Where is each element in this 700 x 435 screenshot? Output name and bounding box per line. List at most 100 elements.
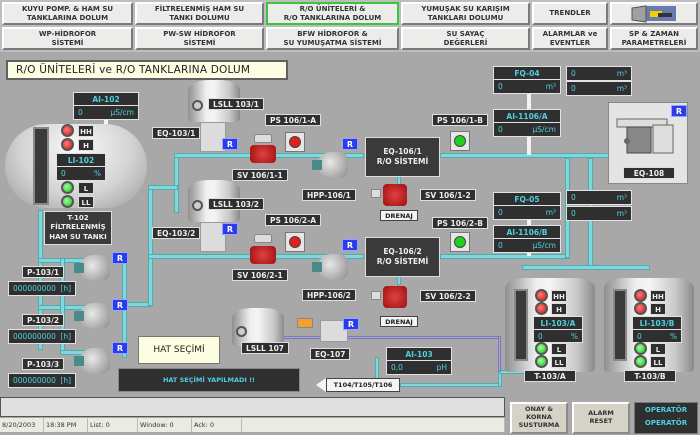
li-102-unit: %	[93, 169, 101, 178]
pump-p103-2[interactable]	[74, 303, 110, 329]
drain-label-2: DRENAJ	[380, 316, 418, 327]
eq-103-1-label: EQ-103/1	[152, 127, 201, 139]
line-selection-button[interactable]: HAT SEÇİMİ	[138, 336, 220, 364]
nav-trendler[interactable]: TRENDLER	[532, 2, 608, 25]
remote-button-eq-107[interactable]: R	[343, 318, 359, 330]
pump-p103-3[interactable]	[74, 348, 110, 374]
li-103-a-tag: LI-103/A	[534, 317, 582, 330]
pipe	[174, 153, 179, 213]
ps-106-1-b-label: PS 106/1-B	[432, 114, 488, 126]
pressure-switch-ps-106-1-b	[450, 131, 470, 151]
pump-p103-1[interactable]	[74, 255, 110, 281]
pressure-switch-ps-106-1-a	[285, 132, 305, 152]
pump-hours-p103-1: 000000000[h]	[8, 281, 76, 296]
remote-button-p103-3[interactable]: R	[112, 342, 128, 354]
remote-button-hpp-106-1[interactable]: R	[342, 138, 358, 150]
tank-t103-a-label: T-103/A	[524, 370, 576, 382]
user-role: OPERATÖR	[644, 406, 688, 414]
valve-actuator	[371, 189, 381, 198]
nav-ro-uniteleri[interactable]: R/O ÜNİTELERİ & R/O TANKLARINA DOLUM	[266, 2, 399, 25]
alarm-tag-ll: LL	[78, 196, 94, 208]
destination-arrow: T104/T105/T106	[316, 378, 400, 392]
remote-button-eq-108[interactable]: R	[671, 105, 687, 117]
exit-door-icon	[631, 4, 676, 23]
alarm-tag-l: L	[551, 343, 567, 355]
nav-kuyu-pomp[interactable]: KUYU POMP. & HAM SU TANKLARINA DOLUM	[2, 2, 133, 25]
nav-pw-sw-hidrofor[interactable]: PW-SW HİDROFOR SİSTEMİ	[135, 27, 264, 50]
li-102-value: 0	[61, 169, 66, 178]
remote-button-p103-2[interactable]: R	[112, 299, 128, 311]
li-102-display: LI-102 0%	[56, 153, 106, 181]
alarm-tag-h: H	[650, 303, 666, 315]
sv-106-1-2-label: SV 106/1-2	[420, 189, 476, 201]
remote-button-eq-103-1[interactable]: R	[222, 138, 238, 150]
ro-system-eq-106-1[interactable]: EQ-106/1 R/O SİSTEMİ	[365, 137, 440, 177]
ro-system-eq-106-2[interactable]: EQ-106/2 R/O SİSTEMİ	[365, 237, 440, 277]
alarm-led-l	[634, 342, 647, 355]
alarm-led-ll	[535, 355, 548, 368]
eq-103-2-filter	[200, 222, 226, 252]
nav-su-sayac[interactable]: SU SAYAÇ DEĞERLERİ	[401, 27, 530, 50]
navigation-bar: KUYU POMP. & HAM SU TANKLARINA DOLUM FİL…	[0, 0, 700, 52]
user-login-button[interactable]: OPERATÖR OPERATÖR	[634, 402, 698, 434]
ai-103-tag: AI-103	[387, 348, 451, 361]
line-selection-message: HAT SEÇİMİ YAPILMADI !!	[118, 368, 300, 392]
alarm-tag-hh: HH	[551, 290, 567, 302]
ack-horn-silence-button[interactable]: ONAY & KORNA SUSTURMA	[510, 402, 568, 434]
nav-alarmlar[interactable]: ALARMLAR ve EVENTLER	[532, 27, 608, 50]
eq-107-unit	[320, 320, 348, 342]
nav-filtrelenmis[interactable]: FİLTRELENMİŞ HAM SU TANKI DOLUMU	[135, 2, 264, 25]
destination-label: T104/T105/T106	[326, 378, 400, 392]
nav-wp-hidrofor[interactable]: WP-HİDROFOR SİSTEMİ	[2, 27, 133, 50]
pump-hpp-106-2[interactable]	[312, 254, 348, 280]
status-time: 18:38 PM	[44, 418, 88, 432]
valve-sv-106-2-1[interactable]	[250, 246, 276, 264]
li-103-b-tag: LI-103/B	[633, 317, 681, 330]
equipment-eq-108[interactable]: R EQ-108	[608, 102, 688, 184]
dosing-tank-icon	[297, 318, 313, 328]
pipe	[440, 254, 570, 259]
user-name: OPERATÖR	[644, 419, 688, 427]
pipe	[400, 383, 500, 387]
ps-106-2-a-label: PS 106/2-A	[265, 214, 322, 226]
remote-button-p103-1[interactable]: R	[112, 252, 128, 264]
valve-actuator	[254, 234, 272, 243]
remote-button-eq-103-2[interactable]: R	[222, 223, 238, 235]
alarm-led-hh	[61, 124, 74, 137]
valve-sv-106-2-2[interactable]	[383, 286, 407, 308]
pump-hpp-106-1[interactable]	[312, 152, 348, 178]
valve-sv-106-1-2[interactable]	[383, 184, 407, 206]
eq-108-label: EQ-108	[623, 167, 675, 179]
valve-sv-106-1-1[interactable]	[250, 145, 276, 163]
alarm-list-area[interactable]	[0, 397, 505, 417]
level-switch-icon	[192, 100, 203, 111]
ai-1106-a-tag: AI-1106/A	[494, 110, 560, 123]
exit-button[interactable]	[610, 2, 698, 25]
alarm-led-h	[634, 302, 647, 315]
pressure-switch-ps-106-2-b	[450, 232, 470, 252]
alarm-led-hh	[634, 289, 647, 302]
pump-hours-p103-3: 000000000[h]	[8, 373, 76, 388]
nav-sp-zaman[interactable]: SP & ZAMAN PARAMETRELERİ	[610, 27, 698, 50]
status-date: 8/20/2003	[0, 418, 44, 432]
tank-t103-b-label: T-103/B	[624, 370, 676, 382]
alarm-tag-h: H	[78, 139, 94, 151]
alarm-led-ll	[61, 195, 74, 208]
alarm-tag-l: L	[650, 343, 666, 355]
nav-bfw-hidrofor[interactable]: BFW HİDROFOR & SU YUMUŞATMA SİSTEMİ	[266, 27, 399, 50]
level-switch-icon	[192, 200, 203, 211]
alarm-reset-button[interactable]: ALARM RESET	[572, 402, 630, 434]
drain-label-1: DRENAJ	[380, 210, 418, 221]
eq-107-label: EQ-107	[310, 348, 351, 360]
pipe	[38, 210, 43, 350]
nav-yumusak-su[interactable]: YUMUŞAK SU KARIŞIM TANKLARI DOLUMU	[401, 2, 530, 25]
lsll-107-label: LSLL 107	[241, 342, 290, 354]
ps-106-1-a-label: PS 106/1-A	[265, 114, 322, 126]
remote-button-hpp-106-2[interactable]: R	[342, 239, 358, 251]
ai-102-tag: AI-102	[74, 93, 138, 106]
pipe	[148, 188, 153, 306]
